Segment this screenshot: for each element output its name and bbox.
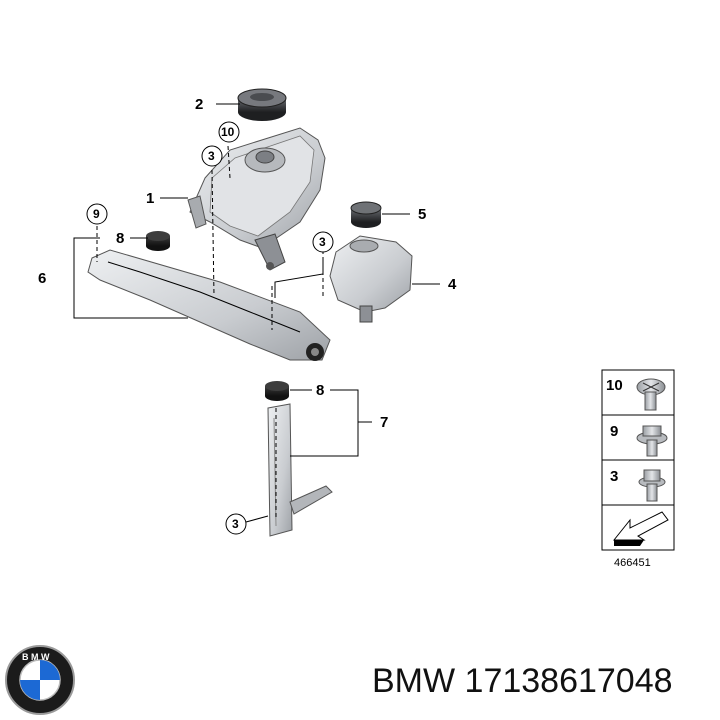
callout-9: 9 xyxy=(93,207,100,221)
callout-labels: 2 1 5 4 6 8 8 7 9 10 3 3 3 xyxy=(38,96,457,535)
callout-6: 6 xyxy=(38,270,46,287)
callout-8-upper: 8 xyxy=(116,230,124,247)
callout-8-lower: 8 xyxy=(316,382,324,399)
logo-lettering: B M W xyxy=(22,652,50,662)
mounting-bracket xyxy=(87,249,331,361)
callout-5: 5 xyxy=(418,206,426,223)
callout-4: 4 xyxy=(448,276,457,293)
legend-label-10: 10 xyxy=(606,377,623,394)
bmw-logo: B M W xyxy=(5,645,75,715)
lower-support-bracket xyxy=(267,403,333,537)
fastener-guide-lines xyxy=(96,145,324,520)
rubber-grommet-lower xyxy=(265,381,289,401)
reservoir-cap xyxy=(350,201,382,228)
screw-cross-head-icon xyxy=(636,378,666,411)
legend-label-3: 3 xyxy=(610,468,618,485)
callout-7: 7 xyxy=(380,414,388,431)
rubber-grommet-upper xyxy=(146,231,170,251)
small-reservoir xyxy=(329,235,413,323)
callout-1: 1 xyxy=(146,190,154,207)
flange-bolt-icon xyxy=(636,425,668,457)
callout-3-upper: 3 xyxy=(208,149,215,163)
callout-10: 10 xyxy=(221,125,235,139)
callout-3-right: 3 xyxy=(319,235,326,249)
legend-label-9: 9 xyxy=(610,423,618,440)
callout-3-lower: 3 xyxy=(232,517,239,531)
expansion-tank xyxy=(187,127,326,271)
reference-number: 466451 xyxy=(614,557,651,569)
fastener-legend: 10 9 3 466451 xyxy=(601,369,675,569)
hex-bolt-icon xyxy=(638,469,666,502)
leader-lines xyxy=(73,103,440,523)
part-number-caption: BMW 17138617048 xyxy=(372,662,673,700)
direction-arrow-icon xyxy=(612,511,669,546)
tank-cap xyxy=(237,88,287,121)
callout-2: 2 xyxy=(195,96,203,113)
